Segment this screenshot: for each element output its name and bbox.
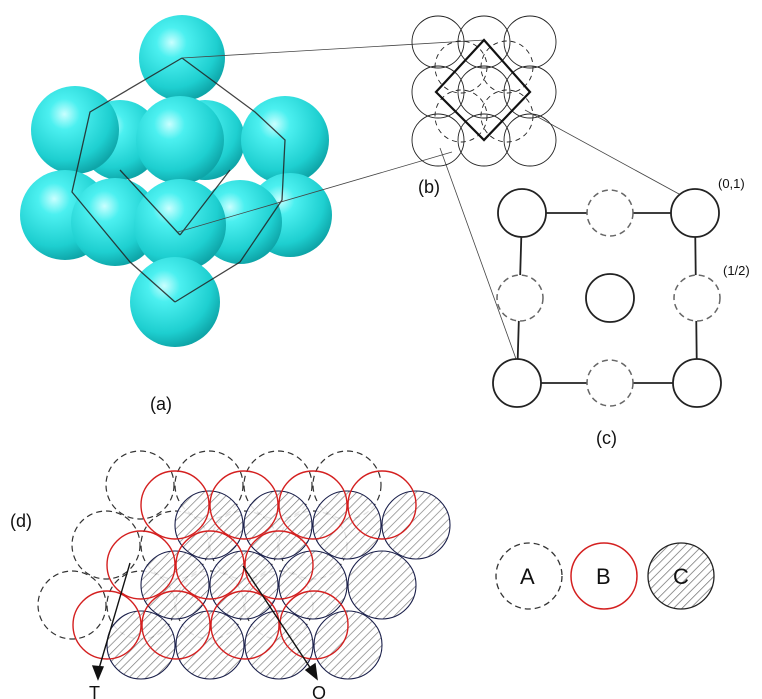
legend-label-c: C — [673, 564, 689, 589]
legend-label-a: A — [520, 564, 535, 589]
panel-label-b: (b) — [418, 177, 440, 197]
layer-b-circles — [72, 470, 417, 660]
panel-b-unit-cell — [434, 38, 532, 142]
panel-c-edge-atoms — [496, 189, 721, 407]
octahedral-site-label: O — [312, 683, 326, 699]
legend-circle-b — [570, 542, 638, 610]
panel-d-stacking-layers — [37, 450, 451, 680]
panel-c-unit-cell — [492, 188, 722, 408]
tetrahedral-site-arrow — [97, 562, 131, 673]
panel-a-sphere-cluster — [20, 15, 332, 347]
panel-c-edge-label: (1/2) — [723, 263, 750, 278]
legend-circle-c — [647, 542, 715, 610]
legend-label-b: B — [596, 564, 611, 589]
layer-legend: A B C — [495, 542, 715, 610]
panel-c-corner-atoms — [492, 188, 722, 408]
panel-b-layer-grid — [411, 15, 557, 167]
panel-label-d: (d) — [10, 511, 32, 531]
panel-label-a: (a) — [150, 394, 172, 414]
panel-c-corner-label: (0,1) — [718, 176, 745, 191]
panel-b-solid-circles — [411, 15, 557, 167]
zoom-connector-lines — [177, 39, 691, 371]
layer-c-circles — [106, 490, 451, 680]
panel-b-dashed-circles — [434, 40, 534, 143]
sphere-row-middle — [20, 170, 332, 271]
panel-a-cell-edges — [71, 57, 286, 303]
panel-label-c: (c) — [596, 428, 617, 448]
panel-c-center-atom — [585, 273, 635, 323]
site-arrows — [91, 562, 318, 681]
legend-circle-a — [495, 542, 563, 610]
tetrahedral-site-label: T — [89, 683, 100, 699]
octahedral-site-arrow — [242, 565, 314, 673]
